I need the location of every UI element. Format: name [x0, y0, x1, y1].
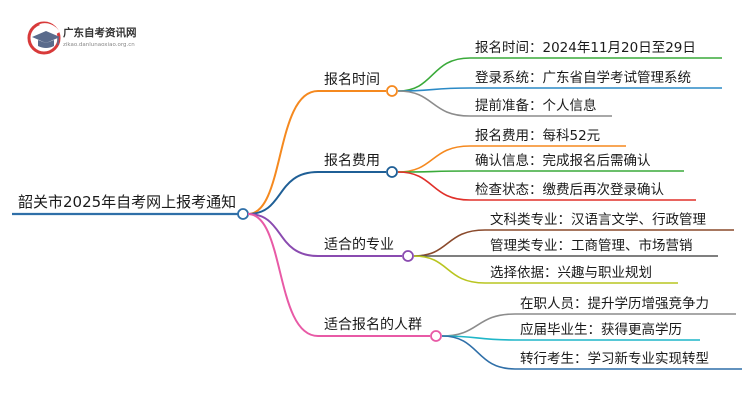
connector-people-leaf-3 — [441, 335, 516, 370]
leaf-fee-1: 报名费用：每科52元 — [475, 128, 600, 144]
logo-subtitle: zikao.danlunaoxiao.org.cn — [63, 42, 135, 48]
branch-suitable-majors: 适合的专业 文科类专业：汉语言文学、行政管理 管理类专业：工商管理、市场营销 选… — [247, 212, 734, 284]
branch-node-people — [430, 330, 442, 342]
branch-label-fee: 报名费用 — [324, 153, 380, 169]
leaf-people-2: 应届毕业生：获得更高学历 — [520, 321, 682, 338]
branch-suitable-people: 适合报名的人群 在职人员：提升学历增强竞争力 应届毕业生：获得更高学历 转行考生… — [247, 213, 742, 370]
branch-registration-fee: 报名费用 报名费用：每科52元 确认信息：完成报名后需确认 检查状态：缴费后再次… — [247, 128, 696, 215]
leaf-fee-3: 检查状态：缴费后再次登录确认 — [475, 182, 664, 198]
root-node — [237, 208, 249, 220]
connector-root-to-fee — [247, 171, 319, 215]
graduation-cap-icon — [27, 21, 61, 55]
connector-time-leaf-3 — [397, 90, 471, 117]
root-label: 韶关市2025年自考网上报考通知 — [18, 193, 236, 211]
branch-label-major: 适合的专业 — [324, 237, 394, 253]
leaf-fee-2: 确认信息：完成报名后需确认 — [475, 152, 651, 169]
connector-people-leaf-2 — [441, 335, 516, 341]
branch-node-major — [402, 250, 414, 262]
leaf-major-3: 选择依据：兴趣与职业规划 — [490, 265, 652, 281]
connector-root-to-time — [247, 90, 319, 215]
branch-node-time — [386, 85, 398, 97]
branch-label-time: 报名时间 — [324, 72, 380, 88]
connector-fee-leaf-3 — [397, 171, 471, 201]
branch-node-fee — [386, 166, 398, 178]
connector-fee-leaf-1 — [397, 145, 471, 173]
leaf-major-1: 文科类专业：汉语言文学、行政管理 — [490, 212, 706, 228]
leaf-people-1: 在职人员：提升学历增强竞争力 — [520, 295, 709, 312]
leaf-major-2: 管理类专业：工商管理、市场营销 — [490, 237, 693, 254]
leaf-time-2: 登录系统：广东省自学考试管理系统 — [475, 70, 691, 86]
connector-major-leaf-1 — [413, 229, 486, 257]
branch-label-people: 适合报名的人群 — [324, 317, 422, 333]
site-logo: 广东自考资讯网 zikao.danlunaoxiao.org.cn — [27, 21, 137, 55]
connector-root-to-major — [247, 213, 319, 257]
connector-time-leaf-1 — [397, 57, 471, 92]
connector-people-leaf-1 — [441, 313, 516, 337]
leaf-time-3: 提前准备：个人信息 — [475, 97, 597, 114]
connector-fee-leaf-2 — [397, 170, 471, 173]
leaf-time-1: 报名时间：2024年11月20日至29日 — [475, 40, 696, 56]
connector-major-leaf-3 — [413, 255, 486, 284]
connector-root-to-people — [247, 213, 319, 337]
branch-registration-time: 报名时间 报名时间：2024年11月20日至29日 登录系统：广东省自学考试管理… — [247, 40, 722, 215]
logo-title: 广东自考资讯网 — [63, 26, 137, 39]
leaf-people-3: 转行考生：学习新专业实现转型 — [520, 351, 709, 367]
